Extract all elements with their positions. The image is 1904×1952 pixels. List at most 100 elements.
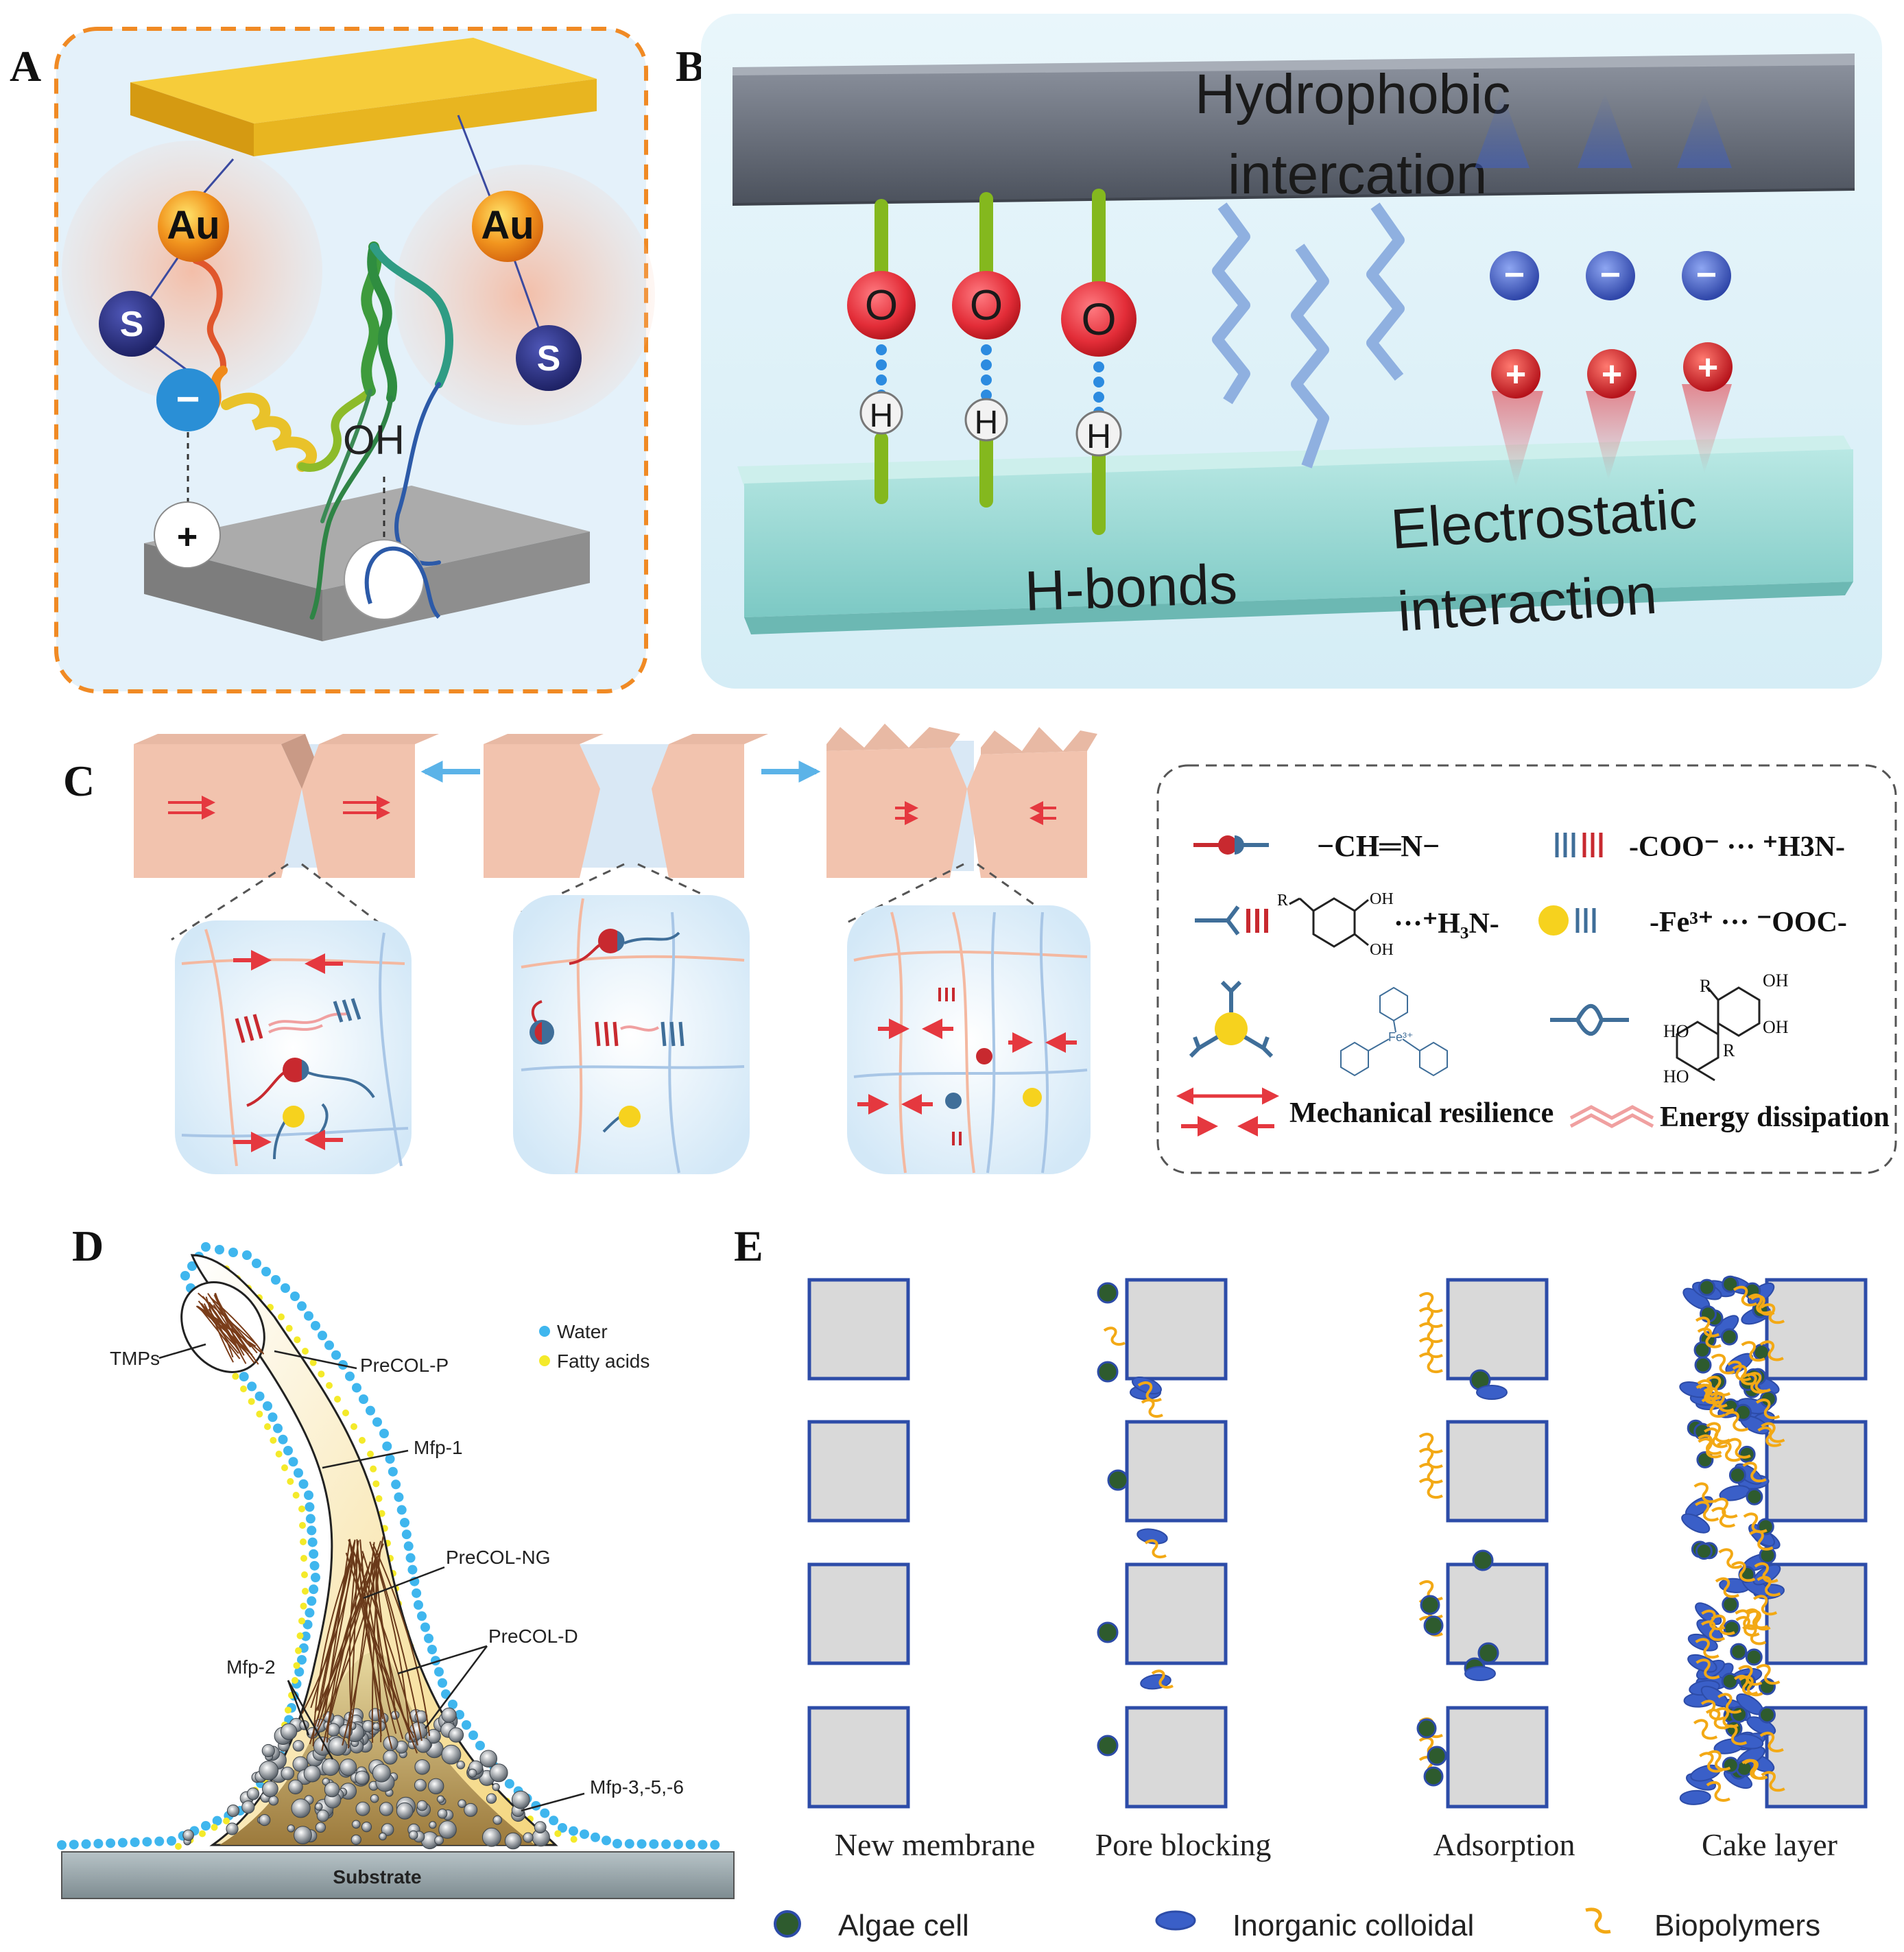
water-dot: [117, 1837, 128, 1848]
water-dot: [468, 1730, 478, 1740]
salt-bridge-mini: [938, 988, 962, 1145]
oxygen-atoms: [847, 271, 1137, 357]
panel-b-letter: B: [676, 42, 705, 91]
oxygen-label-2: O: [970, 282, 1003, 329]
legend-fe-catechol-complex: [1340, 986, 1448, 1077]
mfp-bead: [429, 1821, 437, 1829]
fatty-acid-dot: [318, 1370, 325, 1378]
water-dot: [673, 1840, 683, 1850]
tip-fiber: [215, 1292, 245, 1356]
mfp-bead: [372, 1722, 381, 1730]
minus-label: −: [176, 376, 200, 422]
legend-cation-pi-symbol: [1195, 905, 1240, 936]
biopolymer: [1144, 1539, 1167, 1559]
biopolymer: [1717, 1441, 1741, 1462]
s-label-right: S: [537, 339, 561, 379]
mfp-bead: [287, 1824, 295, 1833]
legend-catechol-bond: [1289, 897, 1300, 905]
tip-fiber: [202, 1296, 242, 1355]
substrate-label: Substrate: [333, 1866, 421, 1888]
mfp-bead: [281, 1766, 295, 1781]
water-dot: [242, 1250, 252, 1260]
mfp-bead: [468, 1768, 477, 1778]
precol-fiber: [369, 1541, 411, 1741]
water-dot: [475, 1741, 485, 1750]
fatty-acid-dot: [293, 1662, 300, 1669]
algae-cell: [1759, 1547, 1776, 1564]
water-dot: [462, 1720, 471, 1730]
water-dot: [455, 1710, 464, 1719]
salt-bridge-blue: [661, 1021, 685, 1047]
membrane-block: [1765, 1278, 1868, 1381]
tip-fiber: [198, 1300, 253, 1356]
biopolymer: [1700, 1620, 1726, 1641]
water-dot: [281, 1283, 290, 1293]
water-dot: [414, 1600, 423, 1610]
legend-imine-red-cap: [1218, 835, 1237, 855]
mfp-bead: [436, 1795, 445, 1803]
mfp-bead: [492, 1815, 503, 1825]
water-dot: [228, 1248, 238, 1257]
biopolymer: [1418, 1478, 1443, 1499]
fatty-acid-dot: [342, 1409, 349, 1416]
water-dot: [424, 1633, 433, 1643]
block-pair-compressed: [826, 724, 1097, 878]
mfp-bead: [316, 1809, 329, 1822]
biopolymer: [1695, 1638, 1719, 1659]
imine-red: [976, 1048, 992, 1064]
mfp-bead: [492, 1783, 500, 1792]
fatty-legend-dot: [539, 1355, 550, 1366]
biopolymer: [1418, 1463, 1443, 1484]
precol-fiber: [326, 1540, 382, 1730]
plus-label: +: [177, 517, 198, 557]
hydrophobic-chains: [1212, 202, 1405, 468]
oxygen-label-3: O: [1081, 294, 1116, 344]
biopolymer: [1418, 1292, 1443, 1313]
mfp-bead: [303, 1765, 321, 1783]
fatty-acid-dot: [281, 1464, 288, 1471]
water-dot: [324, 1340, 334, 1350]
precol-fiber: [314, 1536, 384, 1737]
inorganic-colloid: [1476, 1385, 1508, 1400]
water-dot: [359, 1394, 368, 1404]
water-dot: [273, 1423, 283, 1433]
imine-red: [283, 1058, 307, 1082]
imine-blue: [302, 1060, 309, 1080]
biopolymer: [1418, 1353, 1443, 1374]
biopolymer: [1756, 1664, 1781, 1685]
biopolymer: [1741, 1759, 1766, 1780]
hydrophobic-label-2: intercation: [1228, 143, 1487, 206]
mfp-bead: [481, 1827, 501, 1847]
precol-fiber: [312, 1562, 350, 1747]
fatty-acid-dot: [359, 1437, 366, 1444]
mfp-bead: [315, 1822, 326, 1833]
positive-label-3: +: [1698, 348, 1718, 388]
fatty-acid-dot: [300, 1602, 307, 1610]
mfp-bead: [315, 1802, 323, 1811]
oxygen-label-1: O: [865, 282, 898, 329]
negative-label-2: −: [1600, 255, 1621, 295]
membrane-columns: [807, 1278, 1868, 1809]
fatty-acid-dot: [291, 1677, 298, 1684]
fatty-acid-dot: [309, 1359, 317, 1366]
water-dot: [311, 1573, 320, 1582]
water-dot: [352, 1383, 361, 1393]
water-dot: [385, 1454, 395, 1464]
minus-charge: [156, 368, 219, 431]
legend-catechol-oh2: OH: [1370, 941, 1394, 959]
biopolymer: [1744, 1608, 1769, 1630]
mfp-bead: [292, 1740, 305, 1752]
fatty-acid-dot: [292, 1492, 300, 1499]
water-dot: [130, 1837, 140, 1847]
hbonds-label: H-bonds: [1023, 553, 1238, 623]
legend-cation-pi-text: ···⁺H₃N-: [1394, 908, 1499, 940]
panel-a: A: [10, 27, 655, 693]
membrane-block: [1446, 1706, 1549, 1809]
biopolymer: [1743, 1512, 1768, 1534]
water-dot: [580, 1829, 589, 1840]
water-dot: [698, 1840, 708, 1850]
biopolymer: [1757, 1575, 1781, 1597]
mfp-bead: [457, 1799, 466, 1808]
mfp-bead: [361, 1822, 372, 1833]
water-dot: [81, 1839, 91, 1849]
